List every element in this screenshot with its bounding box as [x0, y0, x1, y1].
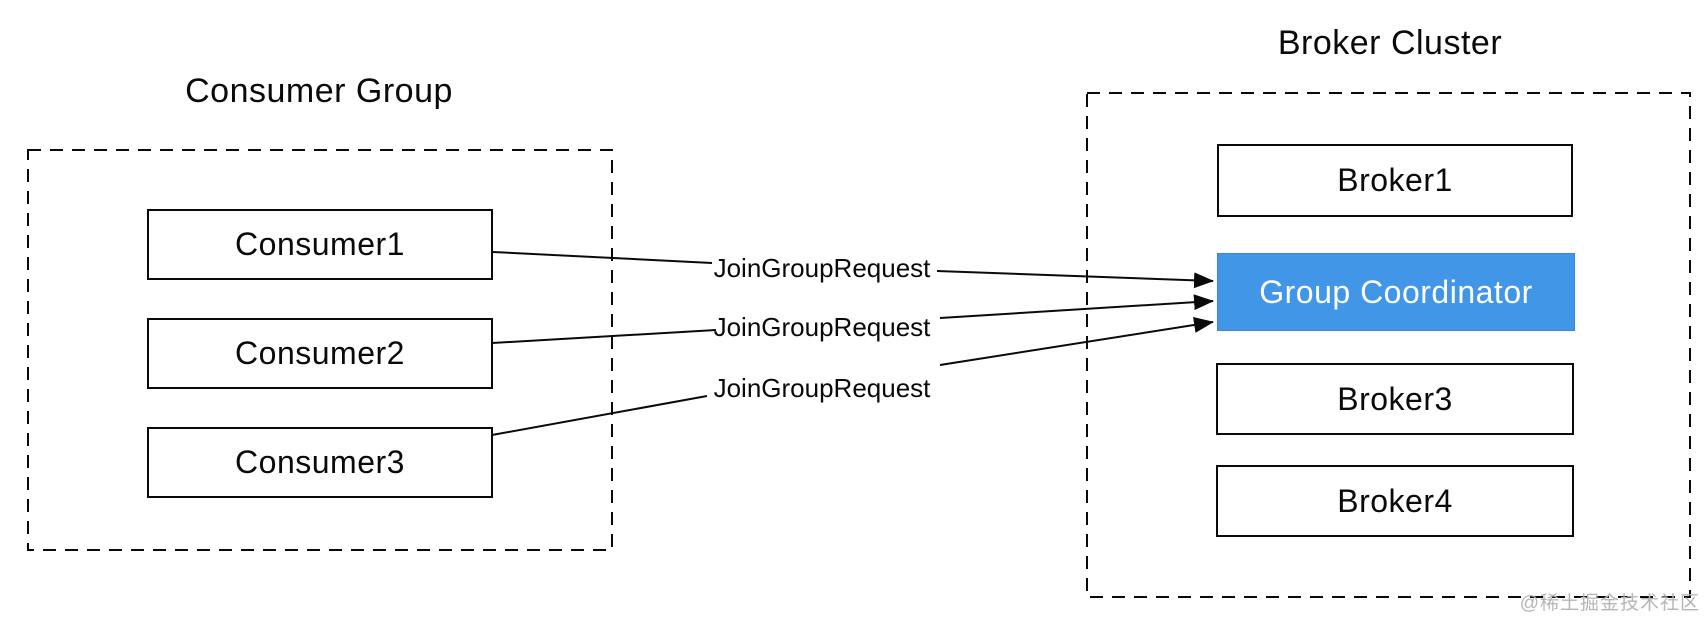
consumer-group-container	[27, 149, 613, 551]
edge-label-joingrouprequest-1: JoinGroupRequest	[713, 253, 931, 283]
edge-consumer1-left-segment	[492, 251, 713, 264]
consumer-group-title: Consumer Group	[185, 72, 453, 110]
node-consumer3: Consumer3	[147, 427, 493, 498]
node-broker1: Broker1	[1217, 144, 1573, 217]
broker-cluster-container	[1086, 92, 1691, 598]
edge-consumer3-left-segment	[491, 395, 708, 436]
node-consumer1: Consumer1	[147, 209, 493, 280]
edge-label-joingrouprequest-3: JoinGroupRequest	[713, 373, 931, 403]
edge-label-joingrouprequest-2: JoinGroupRequest	[713, 312, 931, 342]
edge-consumer2-left-segment	[491, 329, 717, 344]
node-consumer2: Consumer2	[147, 318, 493, 389]
broker-cluster-title: Broker Cluster	[1277, 24, 1503, 62]
watermark-text: @稀土掘金技术社区	[1519, 593, 1700, 614]
edge-consumer3-arrow-segment	[939, 317, 1214, 366]
node-broker3: Broker3	[1216, 363, 1574, 435]
node-broker4: Broker4	[1216, 465, 1574, 537]
node-group-coordinator: Group Coordinator	[1217, 253, 1575, 331]
edge-consumer2-arrow-segment	[939, 294, 1214, 319]
edge-consumer1-arrow-segment	[936, 270, 1214, 289]
